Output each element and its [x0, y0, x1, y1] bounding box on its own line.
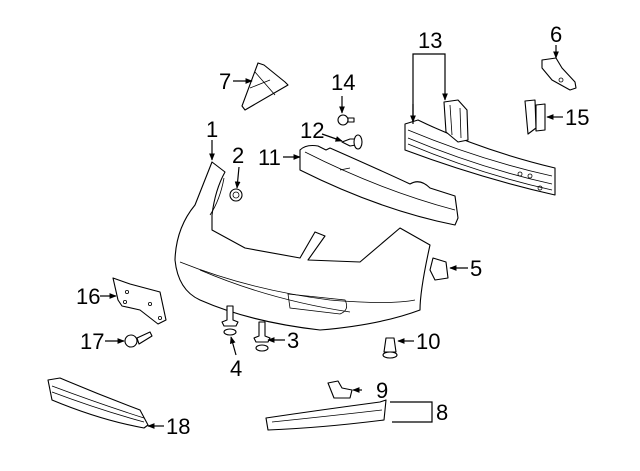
push-retainer-10[interactable]	[382, 337, 398, 359]
callout-5: 5	[470, 256, 482, 281]
push-pin-4[interactable]	[221, 305, 239, 336]
callout-8: 8	[436, 400, 448, 425]
energy-absorber[interactable]	[299, 144, 459, 226]
lower-deflector-8[interactable]	[265, 399, 387, 431]
callout-7: 7	[219, 69, 231, 94]
callout-11: 11	[258, 145, 281, 170]
side-bracket-7[interactable]	[241, 62, 289, 111]
callout-9: 9	[376, 378, 388, 403]
callout-6: 6	[550, 22, 562, 47]
impact-bar-bracket[interactable]	[443, 99, 469, 143]
callout-1: 1	[206, 117, 218, 142]
push-pin-3[interactable]	[253, 321, 271, 352]
callout-15: 15	[565, 105, 589, 130]
callout-3: 3	[287, 328, 299, 353]
callout-14: 14	[331, 70, 355, 95]
bracket-15[interactable]	[524, 99, 546, 135]
callout-16: 16	[76, 284, 100, 309]
lower-grille-18[interactable]	[47, 377, 149, 429]
callout-13: 13	[418, 28, 442, 53]
bracket-6[interactable]	[541, 57, 577, 91]
leader-lines	[100, 45, 563, 429]
callout-4: 4	[230, 356, 242, 381]
callout-12: 12	[300, 118, 324, 143]
screw-17[interactable]	[124, 331, 153, 348]
bumper-cover[interactable]	[174, 161, 431, 331]
callout-17: 17	[80, 329, 104, 354]
callout-18: 18	[166, 414, 190, 439]
callout-2: 2	[232, 143, 244, 168]
bolt-14[interactable]	[337, 114, 355, 126]
callouts: 1 2 3 4 5 6 7 8 9 10 11 12 13 14 15 16 1…	[76, 22, 589, 439]
clip-9[interactable]	[327, 380, 353, 399]
retainer-nut-2[interactable]	[229, 188, 243, 202]
tow-hook-cap-5[interactable]	[429, 257, 449, 281]
license-plate-bracket-16[interactable]	[112, 277, 167, 325]
callout-10: 10	[416, 329, 440, 354]
push-pin-12[interactable]	[341, 134, 363, 150]
